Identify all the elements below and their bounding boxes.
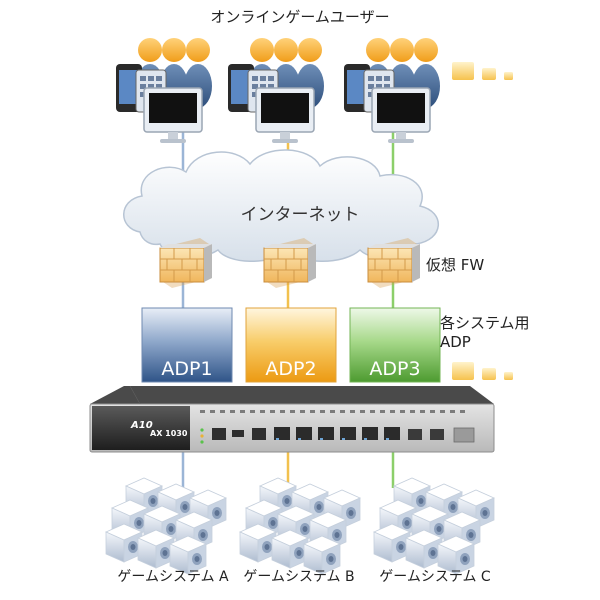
server-cluster-icon-c: [374, 478, 494, 574]
server-cluster-icon-b: [240, 478, 360, 574]
internet-label: インターネット: [240, 205, 360, 225]
firewall-icon-a: [159, 237, 213, 289]
users-title: オンラインゲームユーザー: [210, 8, 390, 26]
appliance-chassis: [89, 385, 495, 453]
game-system-a-label: ゲームシステム A: [117, 569, 229, 585]
dots-decoration-icon-top: [452, 62, 513, 80]
adp1-label: ADP1: [161, 358, 213, 380]
appliance-brand-logo: A10: [131, 420, 153, 431]
user-group-icon-a: [115, 37, 213, 144]
adp-section-label: 各システム用 ADP: [440, 314, 530, 352]
dots-decoration-icon-mid: [452, 362, 513, 380]
adp-section-label-line1: 各システム用: [440, 314, 530, 332]
user-group-icon-b: [227, 37, 325, 144]
server-cluster-icon-a: [106, 478, 226, 574]
cloud-icon: [123, 149, 439, 262]
adp-box-1: [141, 307, 233, 383]
firewall-label: 仮想 FW: [426, 256, 485, 274]
game-system-c-label: ゲームシステム C: [379, 569, 491, 585]
appliance-model-label: AX 1030: [150, 429, 188, 438]
firewall-icon-c: [367, 237, 421, 289]
firewall-icon-b: [263, 237, 317, 289]
adp3-label: ADP3: [369, 358, 421, 380]
adp-box-2: [245, 307, 337, 383]
adp-box-3: [349, 307, 441, 383]
adp-section-label-line2: ADP: [440, 333, 471, 351]
user-group-icon-c: [343, 37, 441, 144]
game-system-b-label: ゲームシステム B: [243, 569, 355, 585]
adp2-label: ADP2: [265, 358, 317, 380]
